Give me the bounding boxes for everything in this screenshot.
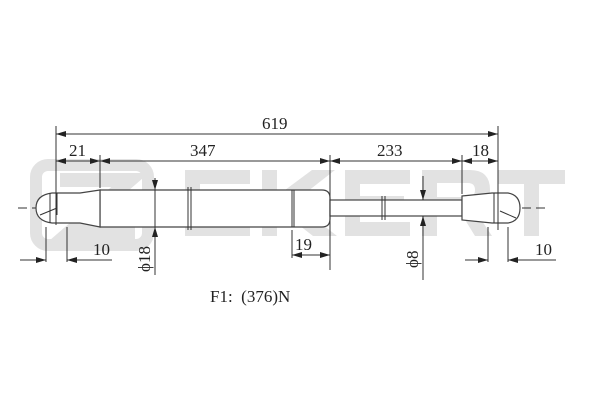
left-end-fitting bbox=[35, 189, 101, 228]
dim-rod-diameter: ϕ8 bbox=[403, 251, 422, 268]
dim-left-fitting-width: 10 bbox=[93, 240, 110, 259]
dim-right-fitting-width: 10 bbox=[535, 240, 552, 259]
piston-rod bbox=[329, 196, 463, 220]
dim-left-eye-offset: 21 bbox=[69, 141, 86, 160]
dim-body-end: 19 bbox=[295, 235, 312, 254]
force-label: F1: (376)N bbox=[210, 287, 290, 306]
cylinder-body bbox=[99, 187, 331, 230]
dim-body-diameter: ϕ18 bbox=[135, 246, 154, 272]
dim-rod-length: 233 bbox=[377, 141, 403, 160]
dim-right-eye-offset: 18 bbox=[472, 141, 489, 160]
right-end-fitting bbox=[461, 192, 521, 224]
dimension-lines bbox=[20, 131, 556, 280]
extension-lines bbox=[45, 126, 509, 270]
dim-overall-length: 619 bbox=[262, 114, 288, 133]
dim-body-length: 347 bbox=[190, 141, 216, 160]
